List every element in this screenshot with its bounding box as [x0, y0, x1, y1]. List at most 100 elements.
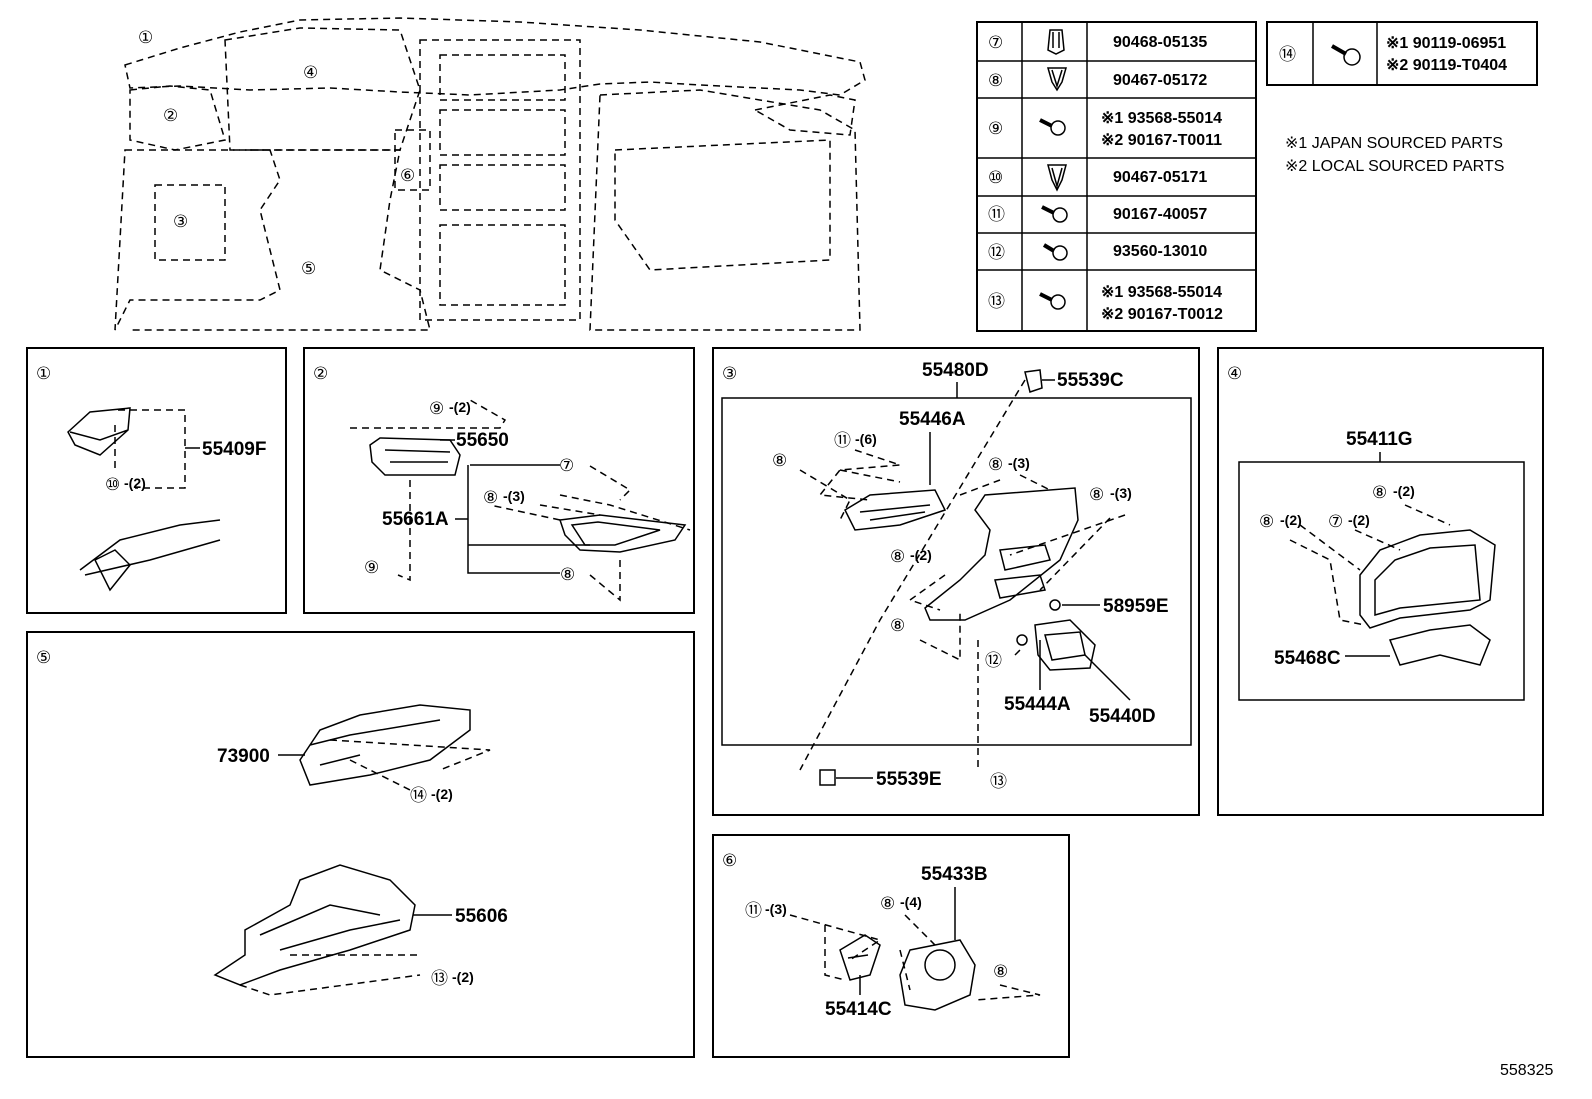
ref-8a: ⑧ [483, 488, 498, 507]
part-55446a [844, 489, 947, 531]
qty-11-p6: -(3) [765, 901, 787, 917]
table-ref-11: ⑪ [988, 205, 1005, 224]
part-55409f [67, 407, 131, 456]
table-part-9a: ※1 93568-55014 [1101, 110, 1222, 127]
table-part-7: 90468-05135 [1113, 34, 1207, 51]
panel-6-number: ⑥ [722, 851, 737, 870]
diagram-id: 558325 [1500, 1062, 1553, 1079]
label-73900: 73900 [217, 746, 270, 767]
panel-1-number: ① [36, 364, 51, 383]
part-55606 [213, 864, 416, 986]
fastener-table [976, 21, 1257, 332]
table-part-13a: ※1 93568-55014 [1101, 284, 1222, 301]
panel-2 [303, 347, 695, 614]
table-part-13b: ※2 90167-T0012 [1101, 306, 1223, 323]
ref-11: ⑪ [834, 431, 851, 450]
ref-13-p5: ⑬ [431, 969, 448, 988]
bolt-icon [1331, 44, 1361, 66]
panel-3 [712, 347, 1200, 816]
ref-13-p3: ⑬ [990, 772, 1007, 791]
panel-4 [1217, 347, 1544, 816]
table-part-11: 90167-40057 [1113, 206, 1207, 223]
screw-icon [1041, 205, 1068, 223]
table-ref-12: ⑫ [988, 243, 1005, 262]
part-55414c [839, 934, 881, 981]
dashboard-overview [114, 17, 866, 331]
panel-5 [26, 631, 695, 1058]
panel-4-number: ④ [1227, 364, 1242, 383]
qty-14: -(2) [431, 786, 453, 802]
qty-7-p4: -(2) [1348, 512, 1370, 528]
screw-icon [1039, 292, 1066, 310]
qty-9a: -(2) [449, 399, 471, 415]
part-73900 [299, 704, 471, 786]
bolt-table [1266, 21, 1538, 86]
part-55539c [1024, 369, 1043, 393]
qty-11: -(6) [855, 431, 877, 447]
table-ref-14: ⑭ [1279, 45, 1296, 64]
ref-8b: ⑧ [560, 565, 575, 584]
ref-8b-p6: ⑧ [993, 962, 1008, 981]
qty-8d-p3: -(2) [910, 547, 932, 563]
ref-9a: ⑨ [429, 399, 444, 418]
ref-8e-p3: ⑧ [890, 616, 905, 635]
part-55444a [1016, 634, 1028, 646]
part-55661a [558, 514, 687, 553]
ref-14: ⑭ [410, 786, 427, 805]
ref-8a-p4: ⑧ [1372, 483, 1387, 502]
label-55606: 55606 [455, 906, 508, 927]
clip-icon [1047, 29, 1065, 55]
part-55539e [819, 769, 836, 786]
qty-8c-p3: -(3) [1110, 485, 1132, 501]
ref-8c-p3: ⑧ [1089, 485, 1104, 504]
overview-marker-4: ④ [303, 63, 318, 82]
qty-8b-p3: -(3) [1008, 455, 1030, 471]
label-55444a: 55444A [1004, 694, 1071, 715]
table-part-9b: ※2 90167-T0011 [1101, 132, 1222, 149]
table-ref-9: ⑨ [988, 119, 1003, 138]
ref-7: ⑦ [559, 456, 574, 475]
ref-11-p6: ⑪ [745, 901, 762, 920]
ref-8a-p6: ⑧ [880, 894, 895, 913]
table-ref-7: ⑦ [988, 33, 1003, 52]
part-58959e [1049, 599, 1061, 611]
ref-8a-p3: ⑧ [772, 451, 787, 470]
label-55409f: 55409F [202, 439, 266, 460]
qty-10: -(2) [124, 475, 146, 491]
overview-marker-2: ② [163, 106, 178, 125]
ref-8b-p4: ⑧ [1259, 512, 1274, 531]
part-55411g [1359, 529, 1496, 629]
ref-10: ⑩ [105, 475, 120, 494]
overview-marker-3: ③ [173, 212, 188, 231]
qty-8a-p6: -(4) [900, 894, 922, 910]
qty-8b-p4: -(2) [1280, 512, 1302, 528]
table-part-14b: ※2 90119-T0404 [1386, 57, 1507, 74]
overview-marker-5: ⑤ [301, 259, 316, 278]
ref-7-p4: ⑦ [1328, 512, 1343, 531]
note-japan-sourced: ※1 JAPAN SOURCED PARTS [1285, 135, 1503, 152]
label-58959e: 58959E [1103, 596, 1169, 617]
label-55539e: 55539E [876, 769, 942, 790]
dashboard-location-detail [79, 519, 221, 592]
label-55446a: 55446A [899, 409, 966, 430]
overview-marker-6: ⑥ [400, 166, 415, 185]
table-part-14a: ※1 90119-06951 [1386, 35, 1506, 52]
panel-5-number: ⑤ [36, 648, 51, 667]
label-55650: 55650 [456, 430, 509, 451]
qty-13-p5: -(2) [452, 969, 474, 985]
screw-icon [1042, 243, 1068, 261]
label-55539c: 55539C [1057, 370, 1124, 391]
part-55468c [1388, 624, 1491, 666]
part-55650 [369, 437, 461, 476]
qty-8a-p4: -(2) [1393, 483, 1415, 499]
panel-2-number: ② [313, 364, 328, 383]
label-55440d: 55440D [1089, 706, 1156, 727]
table-ref-13: ⑬ [988, 292, 1005, 311]
label-55433b: 55433B [921, 864, 988, 885]
ref-12: ⑫ [985, 651, 1002, 670]
part-55440d [1034, 619, 1096, 671]
table-part-8: 90467-05172 [1113, 72, 1207, 89]
table-ref-8: ⑧ [988, 71, 1003, 90]
panel-3-number: ③ [722, 364, 737, 383]
